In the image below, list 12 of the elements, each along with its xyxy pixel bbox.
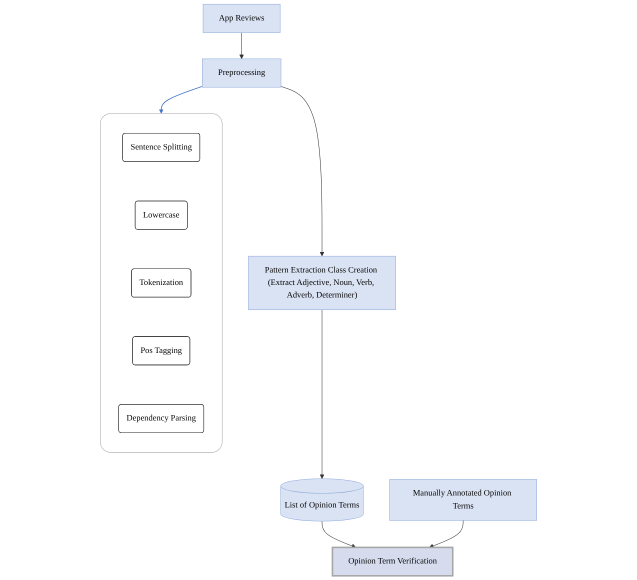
cluster [100, 113, 222, 453]
arrow [429, 520, 464, 548]
node-box: Manually Annotated Opinion Terms [389, 479, 537, 521]
arrow [239, 32, 244, 60]
arrow [322, 520, 356, 548]
node-box: Preprocessing [202, 58, 282, 88]
arrow [280, 86, 324, 256]
node-box: Pattern Extraction Class Creation (Extract Adjective, Noun, Verb, Adverb, Determiner) [248, 256, 396, 310]
arrow [320, 310, 324, 479]
node-box: Opinion Term Verification [332, 546, 454, 577]
arrow [158, 86, 203, 114]
node-box: App Reviews [202, 4, 280, 33]
